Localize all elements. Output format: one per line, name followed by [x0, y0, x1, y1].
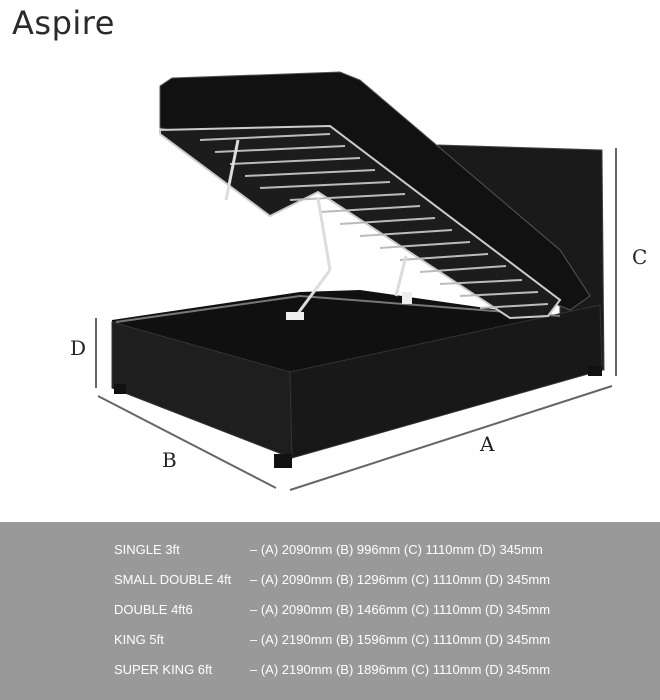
dimension-line-b [97, 395, 277, 489]
foot-back-right [588, 366, 602, 376]
dimension-label-c: C [632, 245, 647, 269]
product-title: Aspire [12, 4, 115, 42]
foot-front [274, 454, 292, 468]
dimension-label-a: A [479, 432, 495, 456]
size-name: SINGLE 3ft [114, 542, 180, 557]
slats [199, 133, 549, 309]
size-row-single: SINGLE 3ft – (A) 2090mm (B) 996mm (C) 11… [0, 542, 660, 564]
dimension-label-d: D [70, 336, 86, 360]
size-row-double: DOUBLE 4ft6 – (A) 2090mm (B) 1466mm (C) … [0, 602, 660, 624]
bed-diagram: A B C D [70, 71, 647, 491]
size-dimensions: – (A) 2090mm (B) 996mm (C) 1110mm (D) 34… [250, 542, 543, 557]
size-specs-panel: SINGLE 3ft – (A) 2090mm (B) 996mm (C) 11… [0, 522, 660, 700]
strut-bracket [402, 292, 412, 304]
size-dimensions: – (A) 2190mm (B) 1596mm (C) 1110mm (D) 3… [250, 632, 551, 647]
foot-front-left [114, 384, 126, 394]
size-row-small-double: SMALL DOUBLE 4ft – (A) 2090mm (B) 1296mm… [0, 572, 660, 594]
size-row-king: KING 5ft – (A) 2190mm (B) 1596mm (C) 111… [0, 632, 660, 654]
size-name: SMALL DOUBLE 4ft [114, 572, 232, 587]
base-top [112, 290, 565, 372]
dimension-label-b: B [162, 448, 177, 472]
gas-struts [224, 139, 408, 317]
size-dimensions: – (A) 2090mm (B) 1466mm (C) 1110mm (D) 3… [250, 602, 551, 617]
size-dimensions: – (A) 2190mm (B) 1896mm (C) 1110mm (D) 3… [250, 662, 551, 677]
dimension-line-a [289, 385, 613, 491]
strut-bracket [286, 312, 304, 320]
base-rim [115, 294, 561, 323]
size-name: KING 5ft [114, 632, 164, 647]
size-name: DOUBLE 4ft6 [114, 602, 193, 617]
size-name: SUPER KING 6ft [114, 662, 213, 677]
size-row-super-king: SUPER KING 6ft – (A) 2190mm (B) 1896mm (… [0, 662, 660, 684]
size-dimensions: – (A) 2090mm (B) 1296mm (C) 1110mm (D) 3… [250, 572, 551, 587]
